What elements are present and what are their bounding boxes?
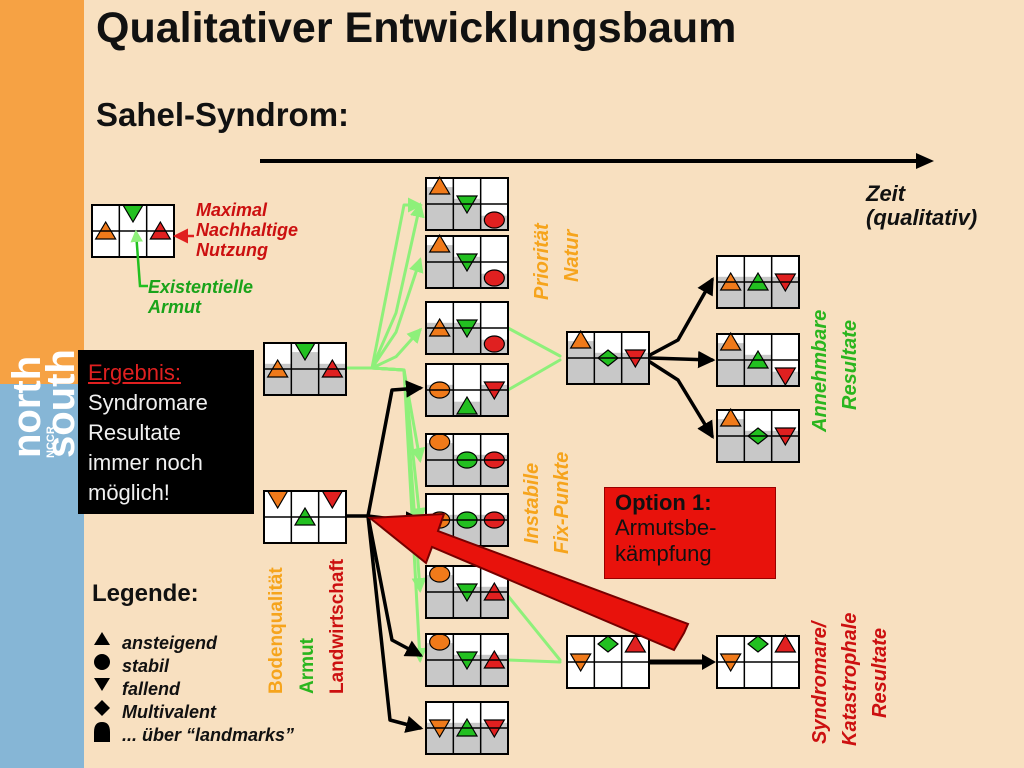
black-branch — [366, 514, 424, 657]
north-south-logo: north south NCCR — [5, 349, 80, 458]
key-state-box — [91, 204, 175, 258]
state-box-level2 — [425, 233, 509, 289]
result-note-line: Resultate — [88, 419, 181, 445]
black-branch-accept — [648, 360, 714, 439]
time-axis-label: Zeit (qualitativ) — [866, 181, 978, 231]
sidebar-orange-band — [0, 0, 84, 384]
result-note-line: möglich! — [88, 479, 170, 505]
state-box-level2 — [425, 565, 509, 619]
state-box-initial — [263, 342, 347, 396]
legend-landmarks-symbol — [94, 722, 110, 742]
axis-label-poverty: Armut — [297, 637, 318, 694]
result-note-heading: Ergebnis: — [88, 360, 181, 385]
key-label-max-sustainable: Maximal Nachhaltige Nutzung — [196, 200, 299, 260]
svg-text:NCCR: NCCR — [45, 426, 57, 458]
group-label-nature-1: Priorität — [531, 222, 553, 300]
legend-item-stable: stabil — [122, 655, 170, 676]
key-green-pointer — [130, 229, 148, 288]
state-box-level2 — [425, 433, 509, 487]
axis-label-agriculture: Landwirtschaft — [327, 558, 348, 694]
state-box-degraded — [263, 490, 347, 544]
legend-multivalent-symbol — [94, 700, 110, 716]
legend-item-landmarks: ... über “landmarks” — [122, 724, 295, 745]
black-branch-accept — [648, 350, 716, 369]
result-note-box: Ergebnis: Syndromare Resultate immer noc… — [78, 350, 254, 514]
time-axis-arrowhead — [916, 153, 934, 169]
connectors — [344, 197, 716, 733]
green-branch — [370, 197, 423, 370]
group-label-accept-1: Annehmbare — [809, 310, 831, 433]
black-branch — [366, 514, 424, 733]
group-label-catas-1: Syndromare/ — [809, 619, 831, 744]
option-1-line: kämpfung — [615, 540, 712, 566]
group-label-catas-2: Katastrophale — [839, 613, 861, 746]
spacer — [508, 680, 560, 730]
axis-label-soil: Bodenqualität — [266, 567, 287, 694]
state-box-level2 — [425, 175, 509, 231]
state-boxes — [91, 175, 800, 755]
group-label-unstable-1: Instabile — [521, 463, 543, 544]
sidebar-blue-band — [0, 384, 84, 768]
legend-item-rising: ansteigend — [122, 632, 218, 653]
legend-rising-symbol — [94, 632, 110, 645]
green-join — [506, 326, 562, 358]
state-box-level2 — [425, 701, 509, 755]
svg-text:south: south — [39, 349, 80, 458]
group-label-nature-2: Natur — [561, 229, 583, 282]
state-box-level3 — [566, 329, 650, 385]
result-note-line: Syndromare — [88, 389, 208, 415]
page-subtitle: Sahel-Syndrom: — [96, 96, 350, 133]
group-label-catas-3: Resultate — [869, 628, 891, 718]
state-box-level2 — [425, 363, 509, 417]
option-1-heading: Option 1: — [615, 490, 712, 515]
result-note-line: immer noch — [88, 449, 203, 475]
svg-text:north: north — [5, 356, 49, 458]
legend-item-falling: fallend — [122, 678, 181, 699]
green-branch — [370, 202, 425, 370]
state-box-level2 — [425, 633, 509, 687]
state-box-level2 — [425, 301, 509, 355]
black-branch — [366, 380, 424, 518]
legend-title: Legende: — [92, 580, 199, 607]
legend-stable-symbol — [94, 654, 110, 670]
green-branch — [370, 366, 427, 663]
state-box-accept-3 — [716, 407, 800, 463]
legend-falling-symbol — [94, 678, 110, 691]
green-join — [506, 358, 562, 392]
option-red-arrow — [367, 512, 690, 652]
state-box-level3-bad — [566, 633, 650, 689]
key-label-existential-poverty: Existentielle Armut — [148, 277, 254, 317]
state-box-catastrophic — [716, 633, 800, 689]
black-arrowhead-catastrophic — [702, 654, 716, 670]
state-box-accept-1 — [716, 255, 800, 309]
legend-symbols — [94, 632, 110, 742]
option-1-line: Armutsbe- — [615, 515, 717, 541]
green-join — [506, 594, 562, 662]
option-1-box: Option 1: Armutsbe- kämpfung — [604, 487, 776, 579]
state-box-accept-2 — [716, 331, 800, 387]
page-title: Qualitativer Entwicklungsbaum — [96, 4, 737, 52]
group-label-accept-2: Resultate — [839, 320, 861, 410]
group-label-unstable-2: Fix-Punkte — [551, 452, 573, 554]
legend-item-multivalent: Multivalent — [122, 701, 217, 722]
green-branch — [370, 327, 423, 370]
green-branch — [370, 257, 424, 370]
black-branch-accept — [648, 276, 714, 357]
green-join — [506, 658, 562, 664]
